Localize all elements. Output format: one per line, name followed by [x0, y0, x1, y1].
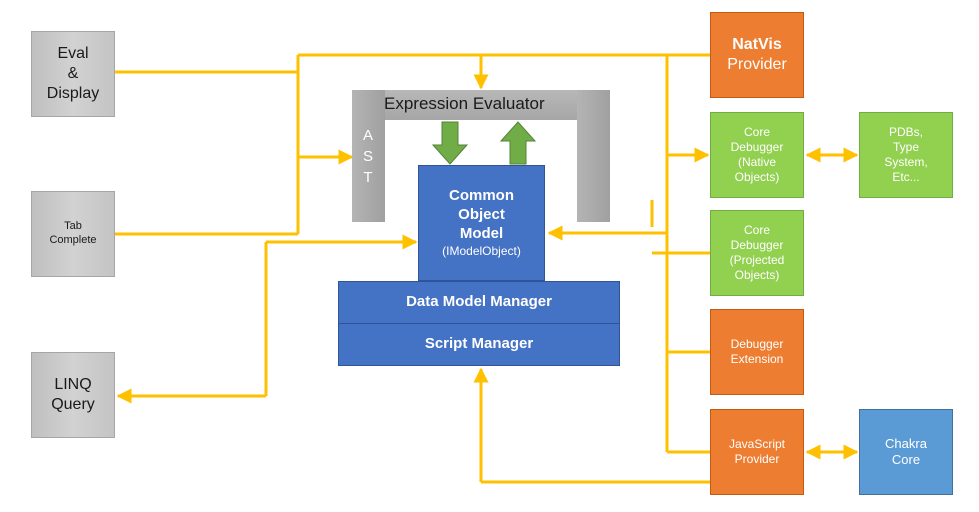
- linq-query-line: Query: [51, 396, 95, 413]
- core-debugger-native-line: Objects): [734, 170, 780, 184]
- tab-complete-line: Complete: [49, 234, 97, 246]
- common-object-model-subtitle: (IModelObject): [442, 243, 521, 258]
- down-arrow-icon: [431, 121, 469, 165]
- ast-letter: S: [362, 148, 373, 165]
- chakra-core-box[interactable]: Chakra Core: [859, 409, 953, 495]
- core-debugger-native-line: (Native: [737, 155, 776, 169]
- core-debugger-native-line: Core: [743, 125, 770, 139]
- debugger-extension-box[interactable]: Debugger Extension: [710, 309, 804, 395]
- pdbs-line: Etc...: [892, 170, 920, 184]
- tab-complete-line: Tab: [64, 220, 82, 233]
- natvis-provider-line: Provider: [727, 56, 787, 73]
- core-debugger-native-box[interactable]: Core Debugger (Native Objects): [710, 112, 804, 198]
- javascript-provider-line: Provider: [734, 452, 780, 466]
- core-debugger-projected-line: Objects): [734, 268, 780, 282]
- ast-label: A S T: [357, 125, 379, 188]
- natvis-provider-box[interactable]: NatVis Provider: [710, 12, 804, 98]
- core-debugger-projected-line: Debugger: [730, 238, 784, 252]
- debugger-extension-line: Extension: [730, 352, 784, 366]
- linq-query-box[interactable]: LINQ Query: [31, 352, 115, 438]
- pdbs-line: System,: [884, 155, 928, 169]
- javascript-provider-line: JavaScript: [728, 437, 786, 451]
- expression-evaluator-left-pillar: [352, 90, 385, 222]
- common-object-model-line: Common: [449, 187, 514, 205]
- data-model-manager-box[interactable]: Data Model Manager: [338, 281, 620, 324]
- common-object-model-line: Model: [459, 224, 504, 242]
- linq-query-line: LINQ: [54, 376, 92, 393]
- common-object-model-line: Object: [458, 206, 505, 224]
- pdbs-line: Type: [892, 140, 919, 154]
- eval-display-line: Display: [46, 85, 100, 102]
- chakra-core-line: Core: [891, 452, 921, 467]
- common-object-model-box[interactable]: Common Object Model (IModelObject): [418, 165, 545, 281]
- expression-evaluator-label: Expression Evaluator: [384, 94, 545, 113]
- javascript-provider-box[interactable]: JavaScript Provider: [710, 409, 804, 495]
- script-manager-label: Script Manager: [424, 335, 534, 353]
- natvis-provider-line: NatVis: [732, 36, 782, 53]
- eval-display-box[interactable]: Eval & Display: [31, 31, 115, 117]
- expression-evaluator-right-pillar: [577, 90, 610, 222]
- expression-evaluator-top-bar: [352, 90, 610, 120]
- core-debugger-projected-line: (Projected: [729, 253, 785, 267]
- core-debugger-projected-line: Core: [743, 223, 770, 237]
- pdbs-line: PDBs,: [888, 125, 923, 139]
- core-debugger-native-line: Debugger: [730, 140, 784, 154]
- data-model-manager-label: Data Model Manager: [406, 293, 552, 311]
- debugger-extension-line: Debugger: [730, 337, 784, 351]
- ast-letter: A: [362, 127, 373, 144]
- eval-display-line: Eval: [57, 45, 89, 62]
- eval-display-line: &: [67, 65, 79, 82]
- core-debugger-projected-box[interactable]: Core Debugger (Projected Objects): [710, 210, 804, 296]
- ast-letter: T: [363, 169, 373, 186]
- script-manager-box[interactable]: Script Manager: [338, 323, 620, 366]
- up-arrow-icon: [499, 121, 537, 165]
- pdbs-box[interactable]: PDBs, Type System, Etc...: [859, 112, 953, 198]
- tab-complete-box[interactable]: Tab Complete: [31, 191, 115, 277]
- chakra-core-line: Chakra: [885, 435, 927, 451]
